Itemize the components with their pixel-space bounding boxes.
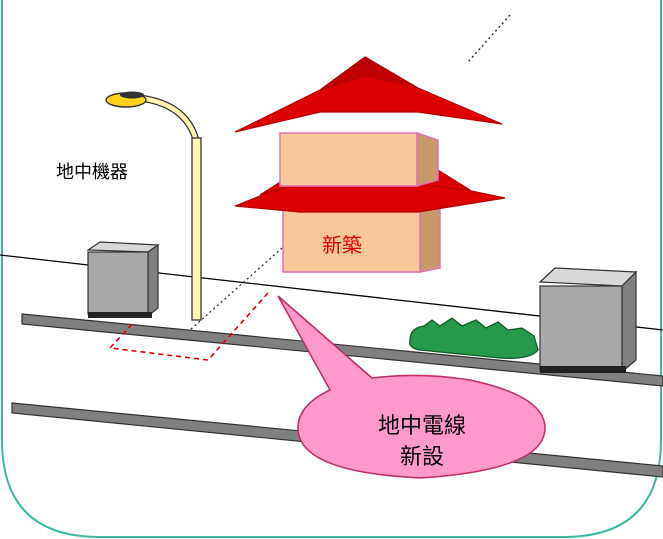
utility-box-icon-right (538, 267, 638, 374)
lamp-arm-fill (139, 95, 199, 141)
equipment-label: 地中機器 (56, 162, 128, 183)
utility-box-icon (86, 241, 160, 318)
cabinet-left-base (88, 312, 152, 318)
curb-near (21, 313, 663, 387)
underground-cable-route (108, 292, 269, 361)
house-upper-side (416, 131, 439, 187)
bush-icon (409, 317, 539, 359)
lamp-pole (191, 137, 202, 321)
dotted-guide-line (467, 14, 511, 63)
cabinet-right-front (539, 285, 623, 371)
cabinet-left-side (147, 243, 159, 318)
street-lamp-icon (105, 91, 202, 321)
cabinet-right-top (538, 267, 638, 287)
callout-label-line1: 地中電線 (378, 414, 466, 439)
house-upper-wall (279, 132, 418, 187)
new-building-label: 新築 (322, 233, 362, 257)
house-icon (234, 56, 506, 273)
cabinet-left-front (87, 251, 149, 315)
house-lower-wall (282, 205, 421, 273)
lamp-head-top (120, 91, 144, 99)
dotted-lead-line (189, 247, 283, 331)
cabinet-right-side (621, 270, 637, 374)
house-lower-side (419, 205, 441, 273)
house-upper-roof-ridge (319, 56, 419, 91)
callout-balloon (277, 295, 546, 479)
cabinet-right-base (540, 366, 626, 373)
callout-label-line2: 新設 (400, 445, 444, 470)
cabinet-left-top (86, 241, 160, 253)
